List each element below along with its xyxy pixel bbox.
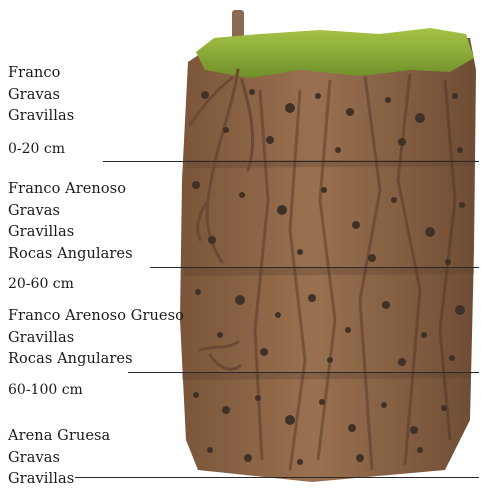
horizon-4-labels: Arena Gruesa Gravas Gravillas [8,426,110,491]
depth-label-2: 20-60 cm [8,276,74,292]
horizon-divider-2 [150,267,479,268]
horizon-4-component-1: Gravas [8,448,110,470]
horizon-3-component-2: Rocas Angulares [8,349,184,371]
horizon-divider-3 [128,372,479,373]
horizon-2-component-2: Gravillas [8,222,133,244]
depth-label-1: 0-20 cm [8,141,65,157]
horizon-1-component-2: Gravillas [8,106,74,128]
horizon-3-component-1: Gravillas [8,328,184,350]
horizon-4-texture: Arena Gruesa [8,426,110,448]
horizon-2-component-3: Rocas Angulares [8,244,133,266]
depth-label-3: 60-100 cm [8,382,83,398]
horizon-divider-1 [103,161,479,162]
horizon-1-component-1: Gravas [8,85,74,107]
horizon-4-component-2: Gravillas [8,469,110,491]
horizon-2-component-1: Gravas [8,201,133,223]
horizon-2-texture: Franco Arenoso [8,179,133,201]
horizon-2-labels: Franco Arenoso Gravas Gravillas Rocas An… [8,179,133,265]
horizon-1-labels: Franco Gravas Gravillas [8,63,74,128]
horizon-divider-4 [75,477,479,478]
horizon-3-labels: Franco Arenoso Grueso Gravillas Rocas An… [8,306,184,371]
horizon-1-texture: Franco [8,63,74,85]
horizon-3-texture: Franco Arenoso Grueso [8,306,184,328]
